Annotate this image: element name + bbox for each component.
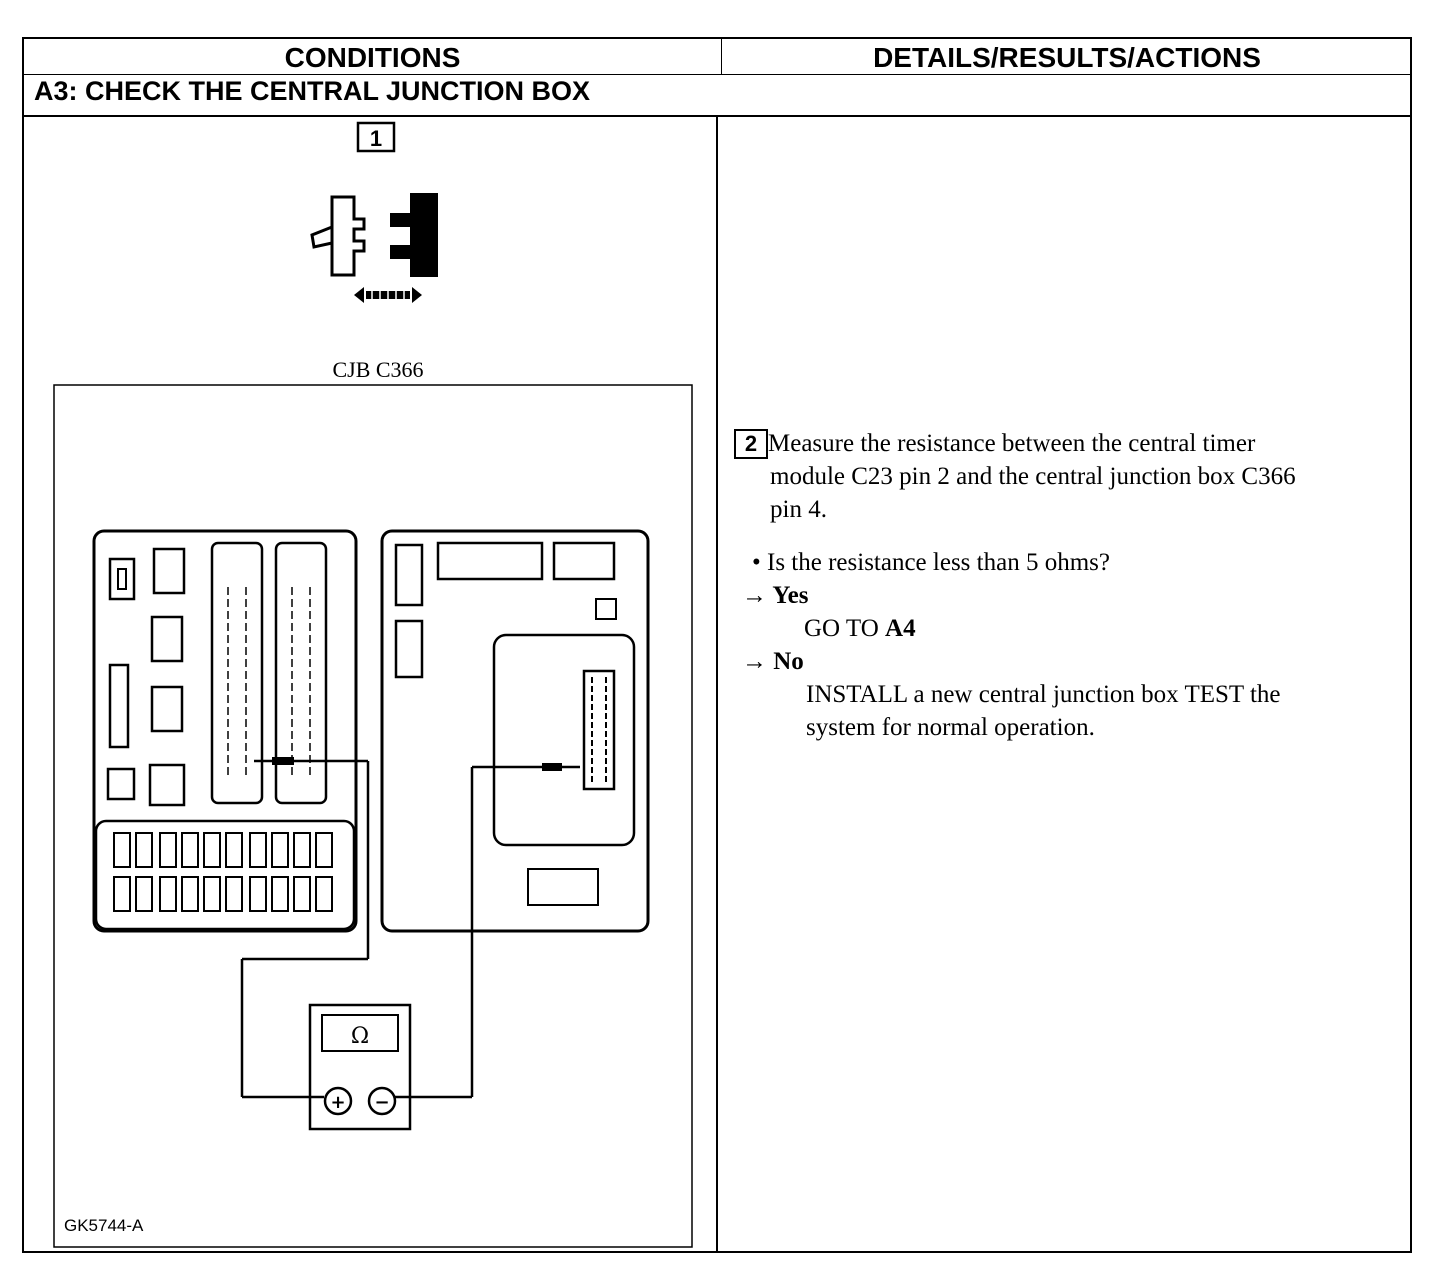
question: • Is the resistance less than 5 ohms? (752, 549, 1110, 576)
step2-text-line2: module C23 pin 2 and the central junctio… (770, 463, 1296, 490)
procedure-table: CONDITIONS DETAILS/RESULTS/ACTIONS A3: C… (22, 37, 1412, 1253)
meter-minus-terminal: − (374, 1092, 389, 1113)
details-header: DETAILS/RESULTS/ACTIONS (722, 39, 1412, 75)
test-leads (240, 757, 580, 1099)
decision-block: • Is the resistance less than 5 ohms? → … (734, 546, 1404, 744)
step2-box: 2 (734, 429, 768, 459)
conditions-cell: 1 CJB C366 (24, 117, 718, 1253)
yes-label: → Yes (742, 582, 809, 609)
no-action-line1: INSTALL a new central junction box TEST … (806, 681, 1281, 708)
ohm-symbol: Ω (351, 1024, 369, 1049)
ohmmeter: Ω + − (308, 1003, 412, 1131)
no-action-line2: system for normal operation. (806, 714, 1095, 741)
cjb-left-panel (92, 529, 358, 933)
cjb-right-panel (380, 529, 650, 933)
yes-action: GO TO A4 (804, 615, 916, 642)
step1-number: 1 (370, 126, 382, 151)
figure-frame (53, 384, 693, 1248)
junction-box-diagram: 1 CJB C366 (53, 121, 693, 1248)
step2-text-line3: pin 4. (770, 496, 827, 523)
disconnect-connector-icon (310, 193, 438, 303)
section-title: A3: CHECK THE CENTRAL JUNCTION BOX (24, 75, 1412, 117)
meter-plus-terminal: + (330, 1092, 345, 1113)
connector-label: CJB C366 (332, 357, 423, 382)
no-label: → No (742, 648, 804, 675)
step1-box (356, 121, 396, 153)
figure-code: GK5744-A (64, 1216, 144, 1235)
conditions-header: CONDITIONS (24, 39, 722, 75)
step2-text-line1: Measure the resistance between the centr… (768, 430, 1256, 457)
